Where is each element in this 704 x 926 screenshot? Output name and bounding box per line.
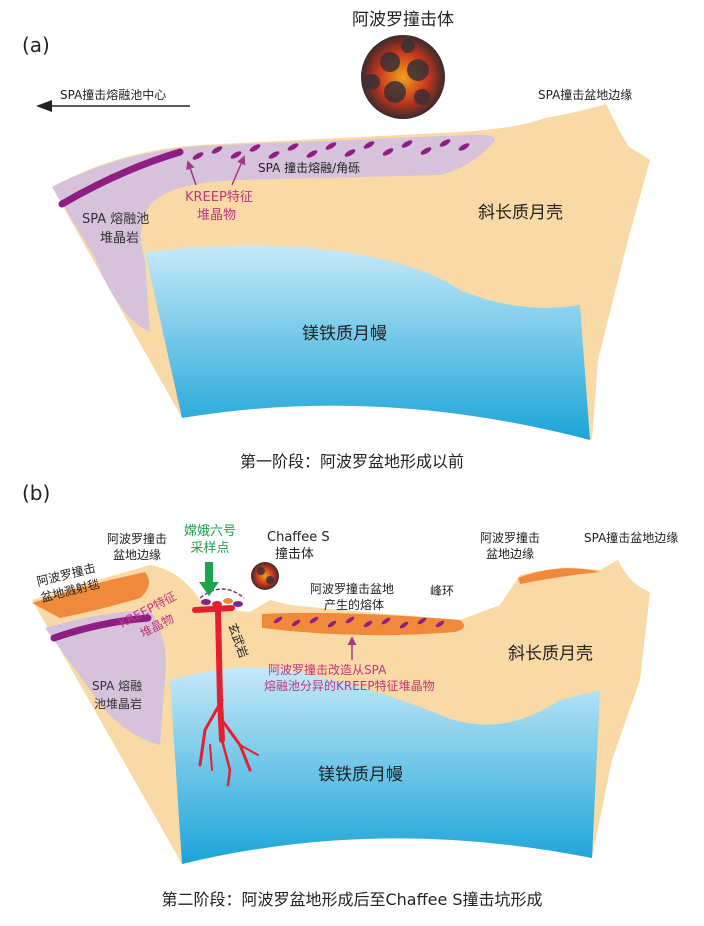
apollo-rim-right-label-2: 盆地边缘 [486,547,534,561]
pool-cumulate-label-a-2: 堆晶岩 [100,231,139,246]
basalt-dike-b [192,605,259,787]
kreep-lenses-b [273,616,445,629]
spa-melt-pool-a [52,134,495,332]
panel-a: (a) [22,10,650,471]
ejecta-blanket-b [32,572,149,618]
spa-basin-rim-label-b: SPA撞击盆地边缘 [584,530,678,545]
sample-pebbles-b [199,588,245,607]
mantle-label-a: 镁铁质月幔 [302,324,387,344]
pool-cumulate-label-b-2: 池堆晶岩 [94,696,142,711]
spa-melt-pool-b [45,610,166,745]
apollo-rim-left-label-2: 盆地边缘 [113,548,161,562]
reworked-kreep-label-2: 熔融池分异的KREEP特征堆晶物 [264,678,435,693]
chang-e-6-label-1: 嫦娥六号 [184,523,236,539]
apollo-rim-right-label-1: 阿波罗撞击 [480,530,540,545]
panel-b-label: (b) [22,481,50,505]
kreep-pointer-a-2 [231,155,246,186]
apollo-rim-right-cap-b [518,568,600,584]
kreep-lenses-a [192,139,470,160]
pool-cumulate-label-b-1: SPA 熔融 [92,678,142,693]
spa-basin-rim-label-a: SPA撞击盆地边缘 [538,87,632,102]
chang-e-6-label-2: 采样点 [190,541,229,556]
apollo-impactor-a [361,35,445,119]
kreep-band-b [50,614,152,642]
chaffee-s-label-2: 撞击体 [275,547,314,562]
chaffee-s-label-1: Chaffee S [267,530,330,545]
crust-label-b: 斜长质月壳 [508,644,593,664]
apollo-melt-label-2: 产生的熔体 [324,597,384,612]
melt-breccia-label-a: SPA 撞击熔融/角砾 [258,160,360,175]
kreep-band-a [58,148,184,208]
apollo-melt-label-1: 阿波罗撞击盆地 [310,581,394,596]
pool-cumulate-label-a-1: SPA 熔融池 [82,212,149,227]
chaffee-s-impactor-b [251,562,279,590]
mantle-label-b: 镁铁质月幔 [318,765,403,785]
peak-ring-label: 峰环 [430,584,454,598]
mantle-layer-b [170,667,600,864]
mantle-layer-a [145,245,590,440]
kreep-pointer-a-1 [186,160,197,186]
caption-b: 第二阶段：阿波罗盆地形成后至Chaffee S撞击坑形成 [161,890,542,909]
kreep-label-a-1: KREEP特征 [185,190,253,205]
apollo-rim-left-label-1: 阿波罗撞击 [107,531,167,546]
apollo-impactor-label-a: 阿波罗撞击体 [352,10,454,30]
melt-pool-center-label: SPA撞击熔融池中心 [60,87,166,102]
caption-a: 第一阶段：阿波罗盆地形成以前 [240,452,464,471]
apollo-melt-sheet-b [262,612,464,636]
panel-a-label: (a) [22,33,50,57]
kreep-label-a-2: 堆晶物 [197,208,236,223]
chang-e-6-arrow [199,562,219,596]
reworked-kreep-label-1: 阿波罗撞击改造从SPA [268,662,387,677]
crust-label-a: 斜长质月壳 [478,203,563,223]
panel-b: (b) [22,481,678,909]
melt-pool-center-arrowhead [36,100,52,112]
